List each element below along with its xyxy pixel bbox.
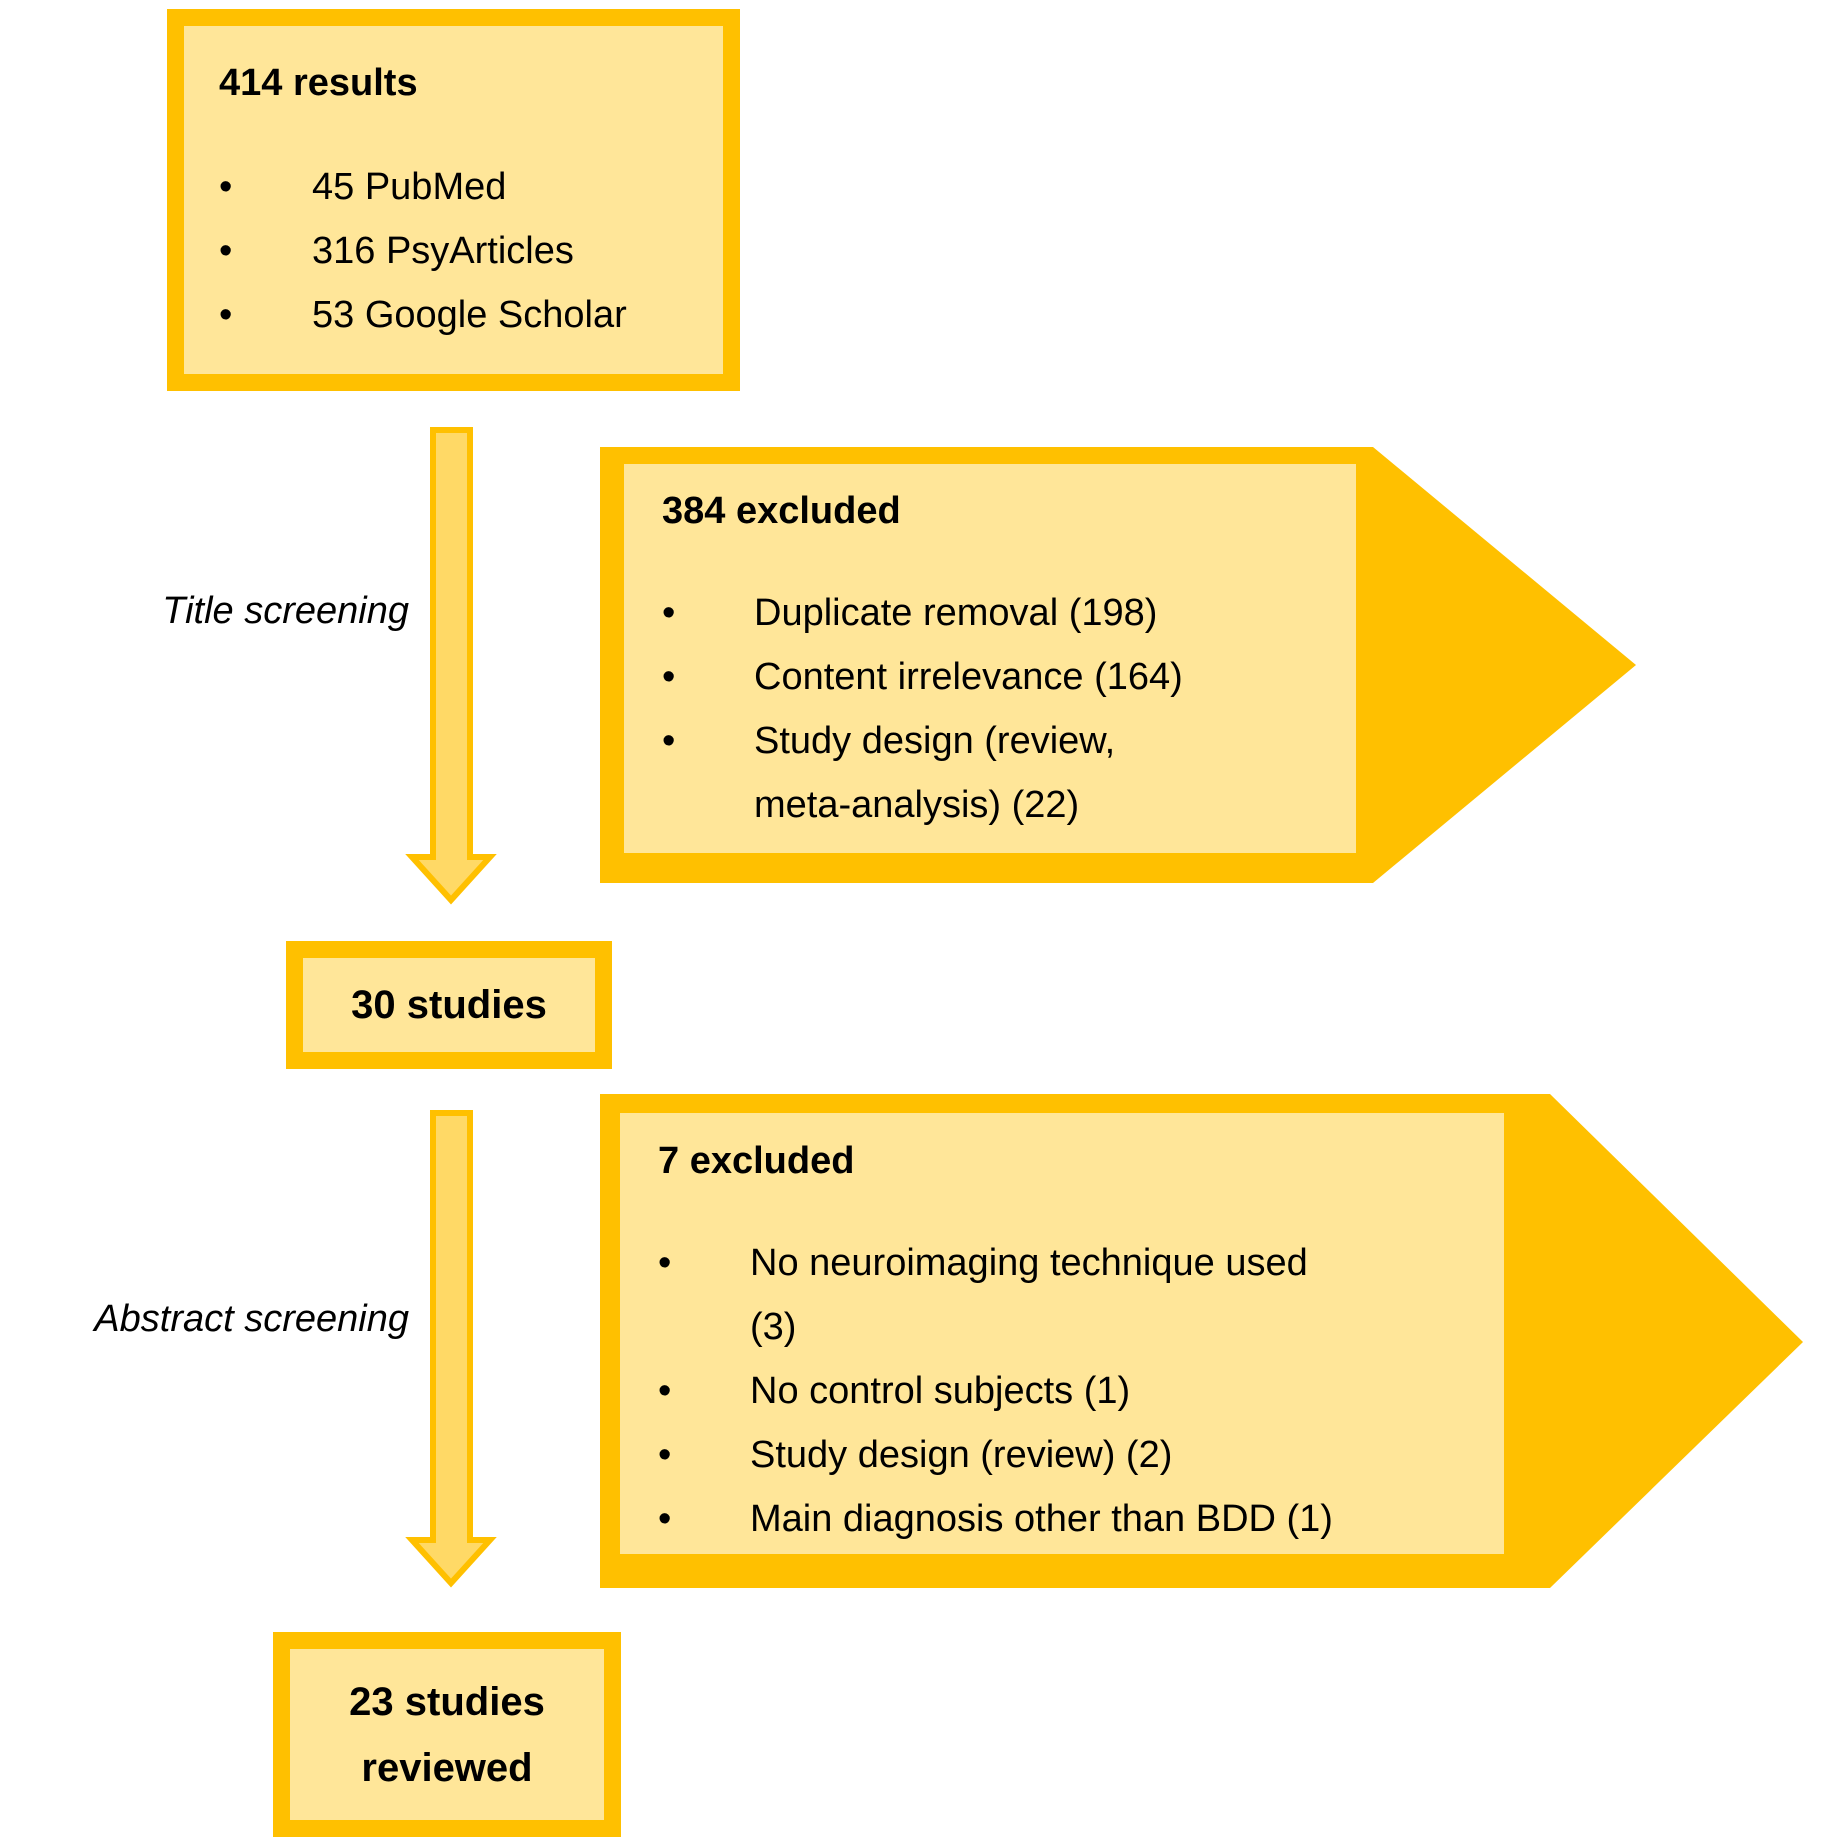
exclusion-reason: • Main diagnosis other than BDD (1)	[658, 1487, 1498, 1551]
title-screening-label: Title screening	[162, 590, 409, 632]
search-results-box: 414 results • 45 PubMed • 316 PsyArticle…	[167, 9, 740, 391]
down-arrow-2-icon	[405, 1110, 497, 1588]
exclusion-reason: • Content irrelevance (164)	[662, 645, 1342, 709]
exclusion-2-title: 7 excluded	[658, 1140, 855, 1182]
exclusion-reason: • No neuroimaging technique used (3)	[658, 1231, 1498, 1359]
exclusion-2-reasons: • No neuroimaging technique used (3) • N…	[658, 1231, 1498, 1551]
down-arrow-1-icon	[405, 427, 497, 905]
source-item: • 316 PsyArticles	[219, 219, 723, 283]
exclusion-1-title: 384 excluded	[662, 490, 901, 532]
final-studies-status: reviewed	[361, 1745, 533, 1790]
after-title-screening-box: 30 studies	[286, 941, 612, 1069]
exclusion-reason: • No control subjects (1)	[658, 1359, 1498, 1423]
final-studies-count: 23 studies	[349, 1679, 545, 1724]
exclusion-reason: • Study design (review, meta-analysis) (…	[662, 709, 1342, 837]
exclusion-1-reasons: • Duplicate removal (198) • Content irre…	[662, 581, 1342, 837]
after-title-screening-count: 30 studies	[351, 983, 547, 1027]
abstract-screening-label: Abstract screening	[94, 1298, 409, 1340]
bullet-icon: •	[662, 592, 676, 634]
exclusion-reason: • Study design (review) (2)	[658, 1423, 1498, 1487]
bullet-icon: •	[219, 294, 233, 336]
bullet-icon: •	[662, 720, 676, 762]
final-studies-box: 23 studies reviewed	[273, 1632, 621, 1837]
bullet-icon: •	[658, 1370, 672, 1412]
exclusion-2-content: 7 excluded • No neuroimaging technique u…	[658, 1140, 1498, 1551]
source-list: • 45 PubMed • 316 PsyArticles • 53 Googl…	[219, 155, 723, 347]
bullet-icon: •	[658, 1242, 672, 1284]
bullet-icon: •	[662, 656, 676, 698]
bullet-icon: •	[658, 1498, 672, 1540]
search-results-title: 414 results	[219, 62, 418, 104]
source-item: • 53 Google Scholar	[219, 283, 723, 347]
exclusion-panel-2	[620, 1113, 1504, 1554]
bullet-icon: •	[219, 166, 233, 208]
source-item: • 45 PubMed	[219, 155, 723, 219]
exclusion-reason: • Duplicate removal (198)	[662, 581, 1342, 645]
bullet-icon: •	[658, 1434, 672, 1476]
bullet-icon: •	[219, 230, 233, 272]
exclusion-1-content: 384 excluded • Duplicate removal (198) •…	[662, 490, 1342, 837]
exclusion-panel-1	[624, 464, 1356, 853]
